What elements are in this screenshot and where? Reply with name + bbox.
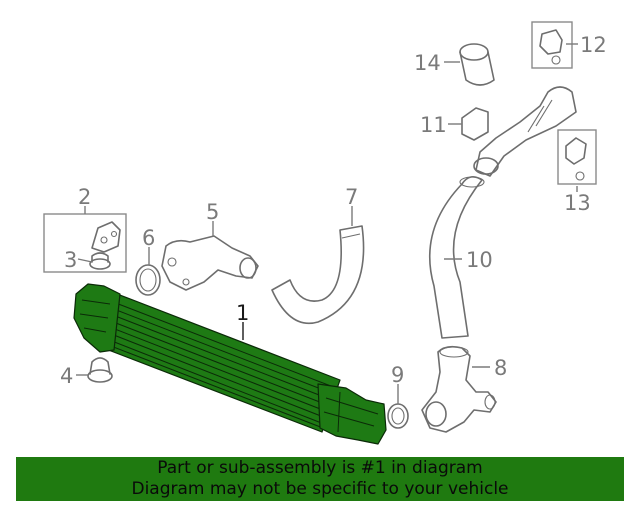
callout-13[interactable]: 13 (564, 191, 591, 215)
o-ring-part-6[interactable] (135, 264, 161, 296)
o-ring-part-9[interactable] (387, 403, 409, 429)
parts-diagram: 1 2 3 4 5 6 7 8 9 10 11 12 13 14 (43, 21, 607, 445)
elbow-part-8[interactable] (421, 345, 497, 433)
callout-12[interactable]: 12 (580, 33, 607, 57)
duct-part-5[interactable] (161, 235, 259, 291)
callout-6[interactable]: 6 (142, 226, 155, 250)
callout-8[interactable]: 8 (494, 356, 507, 380)
callout-labels: 1 2 3 4 5 6 7 8 9 10 11 12 13 14 (60, 33, 607, 388)
leader-lines (76, 43, 578, 404)
sensor-part-13[interactable] (557, 129, 597, 185)
notice-line-1: Part or sub-assembly is #1 in diagram (157, 458, 483, 478)
callout-2[interactable]: 2 (78, 185, 91, 209)
callout-10[interactable]: 10 (466, 248, 493, 272)
callout-14[interactable]: 14 (414, 51, 441, 75)
bushing-part-3[interactable] (89, 252, 111, 270)
callout-9[interactable]: 9 (391, 363, 404, 387)
fitment-notice-banner: Part or sub-assembly is #1 in diagram Di… (16, 457, 624, 501)
callout-5[interactable]: 5 (206, 200, 219, 224)
callout-4[interactable]: 4 (60, 364, 73, 388)
callout-1[interactable]: 1 (236, 301, 249, 325)
callout-11[interactable]: 11 (420, 113, 447, 137)
mount-part-4[interactable] (87, 357, 113, 383)
sensor-part-12[interactable] (531, 21, 573, 69)
callout-7[interactable]: 7 (345, 185, 358, 209)
pipe-part-11[interactable] (461, 86, 577, 177)
bracket-part-2[interactable] (43, 213, 127, 273)
hose-part-7[interactable] (271, 225, 365, 324)
sleeve-part-14[interactable] (459, 43, 495, 86)
callout-3[interactable]: 3 (64, 248, 77, 272)
intercooler-part-1[interactable] (73, 283, 387, 445)
notice-line-2: Diagram may not be specific to your vehi… (131, 479, 509, 499)
